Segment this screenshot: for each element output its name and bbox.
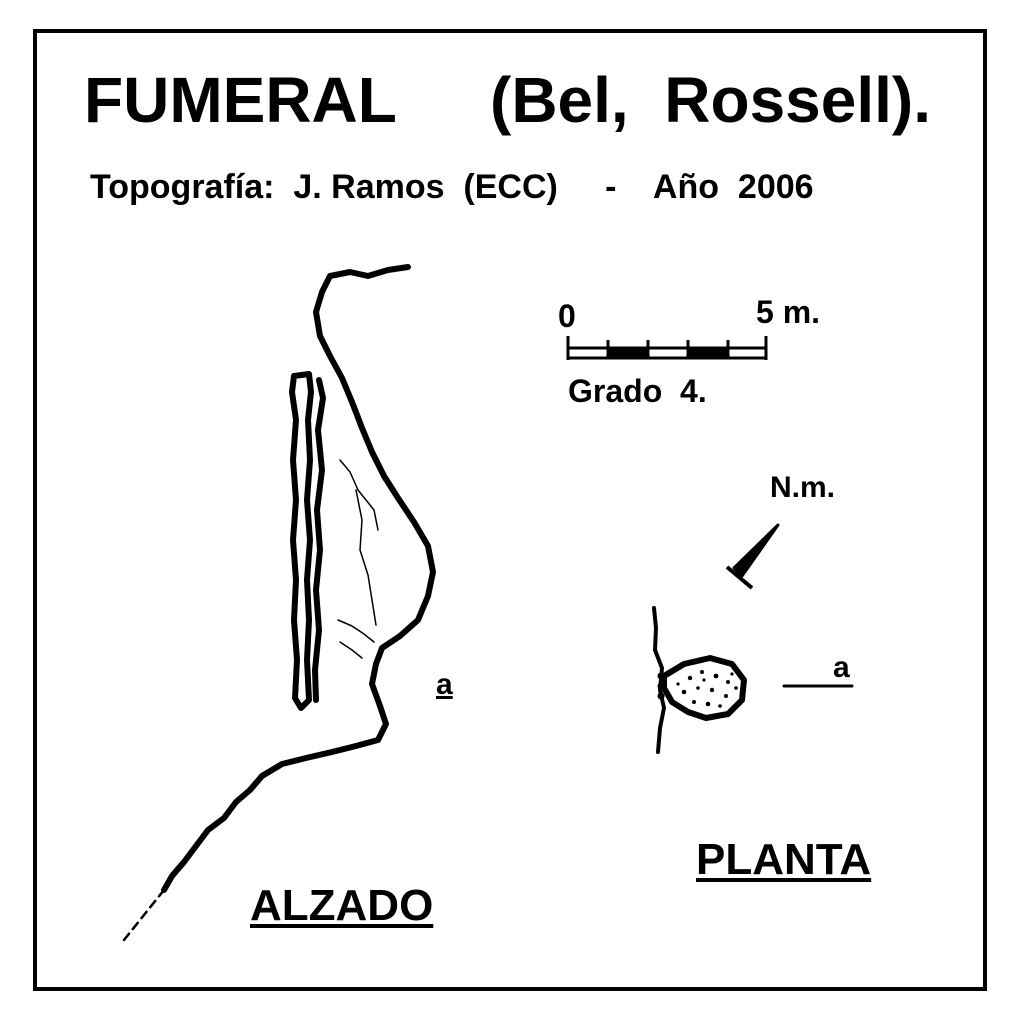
scale-bar [566,336,768,360]
elevation-section-marker: a [436,668,453,701]
scale-bar-segment-filled [606,346,650,360]
plan-chamber-outline [661,655,747,721]
elevation-outer-profile [161,264,436,893]
scale-bar-frame [566,346,768,360]
elevation-view [122,264,436,942]
cave-location-title: (Bel, Rossell). [490,64,931,136]
map-frame [33,29,987,991]
scale-start-label: 0 [558,298,576,334]
elevation-detail-line [339,641,363,659]
elevation-detail-line [337,619,375,643]
plan-entrance-dots [657,672,665,700]
scale-bar-segment-filled [686,346,730,360]
survey-grade-label: Grado 4. [568,373,707,409]
north-arrow-icon [725,523,780,590]
plan-chamber-rubble [676,670,738,708]
plan-view-label: PLANTA [696,835,872,884]
magnetic-north-label: N.m. [770,471,836,504]
elevation-inner-wall [312,377,326,703]
scale-end-label: 5 m. [756,294,821,330]
plan-view [652,606,854,754]
cave-name-title: FUMERAL [84,64,397,136]
survey-credits: Topografía: J. Ramos (ECC) - Año 2006 [90,168,814,206]
plan-section-marker: a [833,651,850,684]
elevation-detail-line [355,489,377,626]
elevation-view-label: ALZADO [250,881,434,930]
elevation-detail-line [339,459,379,531]
elevation-passage-dashed [122,888,166,942]
elevation-chimney-pillar [289,371,314,711]
